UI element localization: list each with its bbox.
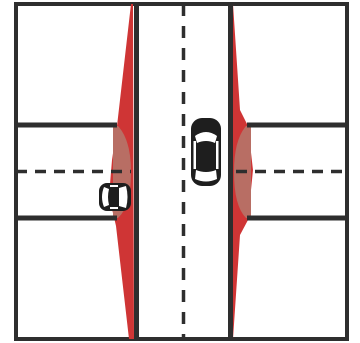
main-road-left-edge	[134, 4, 139, 339]
car-top-view-icon	[191, 118, 221, 186]
side-car	[99, 183, 131, 211]
diagram-frame	[14, 2, 349, 341]
main-car	[191, 118, 221, 186]
main-road-right-edge	[228, 4, 233, 339]
car-top-view-icon	[99, 183, 131, 211]
